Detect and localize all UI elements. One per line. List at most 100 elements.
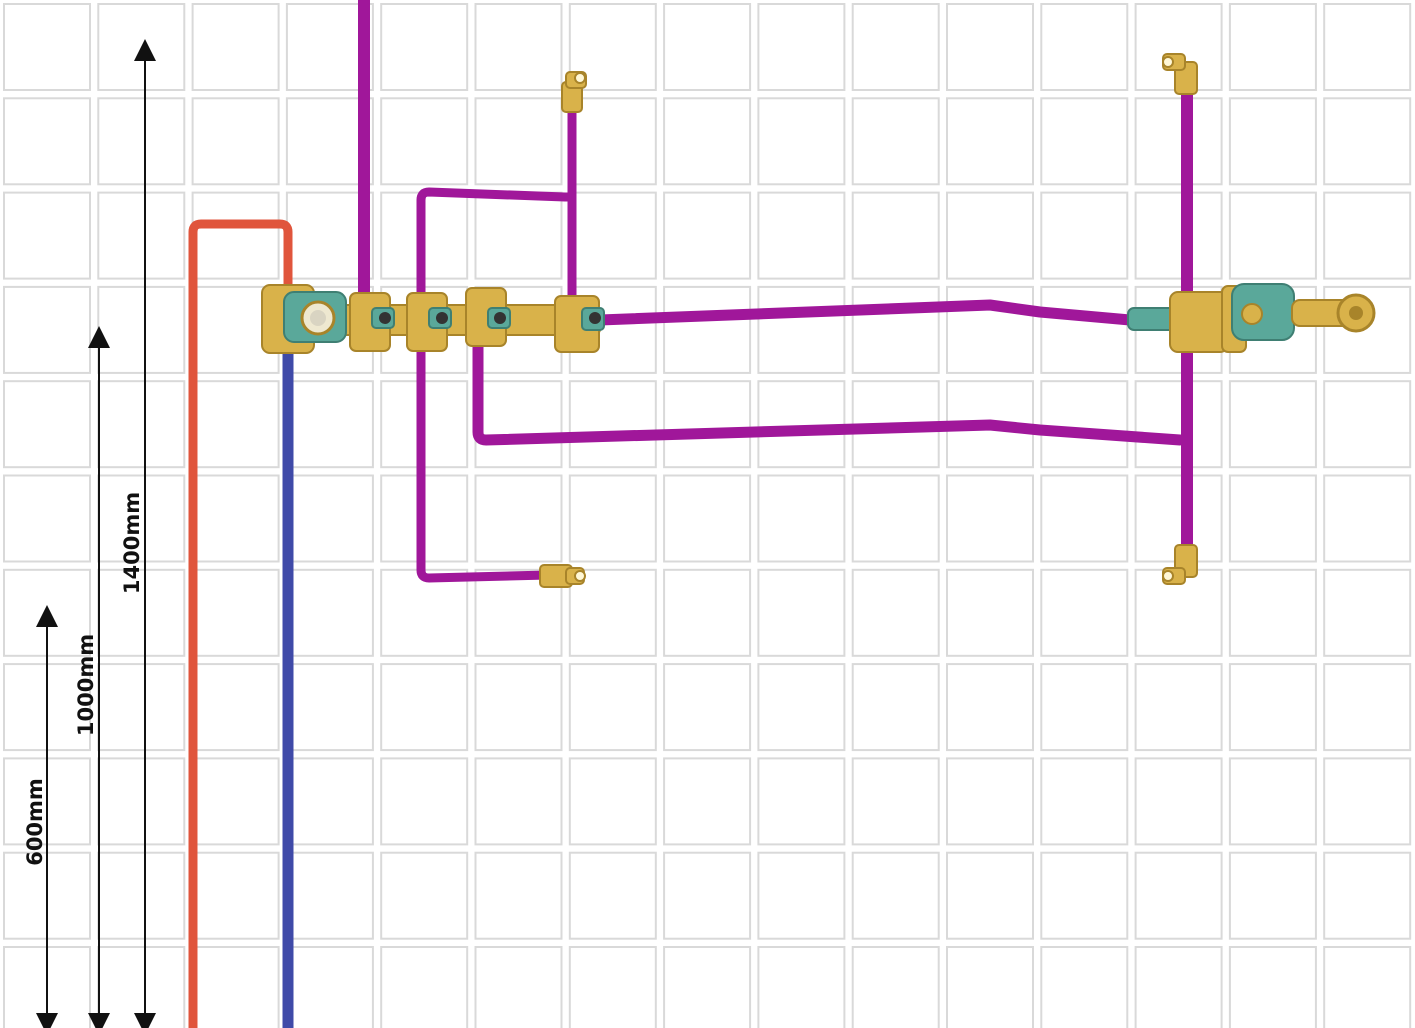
wall-tile xyxy=(191,97,280,186)
wall-tile xyxy=(1040,3,1129,91)
manifold-port-2 xyxy=(406,292,452,352)
wall-tile xyxy=(474,191,563,280)
wall-tile xyxy=(97,663,186,752)
wall-tile xyxy=(1040,946,1129,1028)
wall-tile xyxy=(946,663,1034,752)
hot-water-pipe xyxy=(188,219,293,1028)
wall-tile xyxy=(97,851,186,940)
wall-tile xyxy=(663,474,752,563)
wall-tile xyxy=(757,946,846,1028)
wall-tile xyxy=(3,191,91,280)
wall-tile xyxy=(474,97,563,186)
wall-tile xyxy=(380,663,469,752)
wall-tile xyxy=(191,663,280,752)
wall-tile xyxy=(568,474,657,563)
wall-tile xyxy=(757,474,846,563)
wall-tile xyxy=(663,3,752,91)
dimension-1000: 1000mm xyxy=(74,326,110,1028)
wall-tile xyxy=(191,851,280,940)
wall-tile xyxy=(1323,568,1412,657)
wall-tile xyxy=(946,946,1034,1028)
wall-tile xyxy=(1323,474,1412,563)
wall-tile xyxy=(663,663,752,752)
wall-tile xyxy=(851,946,940,1028)
wall-tile xyxy=(191,474,280,563)
wall-tile xyxy=(851,757,940,846)
dimension-label-1000: 1000mm xyxy=(74,634,98,736)
wall-tile xyxy=(568,946,657,1028)
wall-tile xyxy=(3,474,91,563)
wall-tile xyxy=(1134,191,1223,280)
wall-tile xyxy=(380,568,469,657)
wall-tile xyxy=(3,380,91,469)
wall-tile xyxy=(851,3,940,91)
wall-tile xyxy=(1040,568,1129,657)
wall-tile xyxy=(191,568,280,657)
wall-tile xyxy=(663,380,752,469)
wall-tile xyxy=(568,568,657,657)
wall-tile xyxy=(97,3,186,91)
wall-tile xyxy=(1228,568,1317,657)
wall-tile xyxy=(3,97,91,186)
wall-tile xyxy=(946,851,1034,940)
wall-tile xyxy=(285,757,374,846)
wall-tile xyxy=(97,285,186,374)
wall-tile xyxy=(1323,946,1412,1028)
wall-tile xyxy=(1040,663,1129,752)
wall-tile xyxy=(1134,757,1223,846)
wall-tile xyxy=(663,97,752,186)
wall-tile xyxy=(1323,757,1412,846)
wall-tile xyxy=(946,474,1034,563)
wall-tile xyxy=(568,757,657,846)
wall-tile xyxy=(1228,757,1317,846)
wall-tile xyxy=(946,191,1034,280)
manifold-port-4 xyxy=(554,295,605,353)
wall-tile xyxy=(474,757,563,846)
wall-tile xyxy=(1040,97,1129,186)
wall-tile xyxy=(1323,97,1412,186)
wall-tile xyxy=(568,191,657,280)
wall-tile xyxy=(851,474,940,563)
wall-tile xyxy=(757,663,846,752)
wall-tile xyxy=(1323,3,1412,91)
wall-tile xyxy=(285,663,374,752)
wall-tile xyxy=(757,97,846,186)
wall-tile xyxy=(191,3,280,91)
wall-tile xyxy=(191,946,280,1028)
manifold-port-3 xyxy=(465,287,511,347)
elbow-fitting-bottom-right xyxy=(1162,544,1198,585)
wall-tile xyxy=(474,380,563,469)
wall-tile xyxy=(1323,851,1412,940)
wall-tile xyxy=(285,568,374,657)
diverter-valve-right xyxy=(1127,283,1376,353)
wall-tile xyxy=(380,3,469,91)
wall-tile xyxy=(568,97,657,186)
wall-tile xyxy=(474,663,563,752)
wall-tile xyxy=(474,474,563,563)
wall-tile xyxy=(285,380,374,469)
wall-tile xyxy=(757,3,846,91)
wall-tile xyxy=(1134,851,1223,940)
wall-tile xyxy=(1040,757,1129,846)
pipework xyxy=(188,0,1193,1028)
wall-tile xyxy=(851,285,940,374)
wall-tile xyxy=(1134,97,1223,186)
wall-tile xyxy=(380,946,469,1028)
wall-tile xyxy=(474,946,563,1028)
wall-tile xyxy=(1040,851,1129,940)
wall-tile xyxy=(663,191,752,280)
wall-tile xyxy=(757,380,846,469)
wall-tile xyxy=(1040,285,1129,374)
tile-grid xyxy=(3,3,1412,1028)
elbow-fitting-top-left xyxy=(561,71,587,113)
wall-tile xyxy=(285,946,374,1028)
wall-tile xyxy=(474,3,563,91)
fittings xyxy=(261,53,1376,588)
wall-tile xyxy=(191,757,280,846)
wall-tile xyxy=(474,568,563,657)
wall-tile xyxy=(851,663,940,752)
wall-tile xyxy=(663,946,752,1028)
dimension-600: 600mm xyxy=(23,605,58,1028)
wall-tile xyxy=(663,568,752,657)
wall-tile xyxy=(946,97,1034,186)
